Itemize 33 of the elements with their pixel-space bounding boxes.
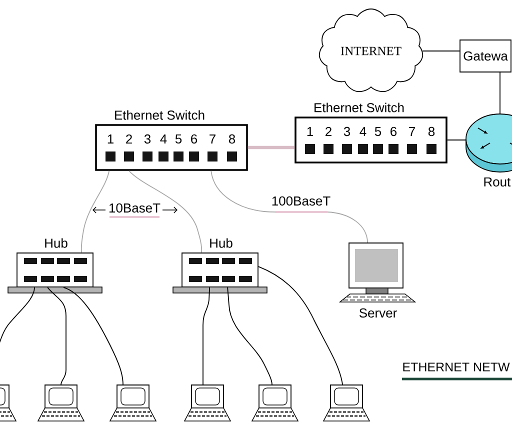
port-number: 5 (374, 126, 382, 136)
port-number: 7 (409, 127, 415, 136)
computer (37, 384, 85, 422)
port-number: 1 (307, 127, 313, 136)
router-label: Rout (484, 177, 511, 187)
port-number: 3 (344, 126, 350, 136)
port-number: 2 (326, 126, 332, 136)
port-number: 2 (126, 134, 132, 144)
port-number: 8 (428, 126, 435, 136)
computer (322, 384, 370, 422)
switch-label: Ethernet Switch (314, 102, 404, 112)
port-number: 3 (144, 134, 151, 144)
port-number: 4 (360, 127, 366, 136)
hub-label: Hub (210, 238, 232, 248)
computer (251, 384, 299, 422)
port-number: 6 (191, 134, 198, 144)
port-number: 4 (160, 134, 167, 144)
edge-label: 100BaseT (270, 195, 332, 207)
gateway-box: Gatewa (460, 40, 512, 72)
port-number: 5 (175, 134, 182, 144)
computer (0, 384, 17, 422)
switch-label: Ethernet Switch (115, 110, 204, 120)
title: ETHERNET NETW (403, 362, 510, 372)
server-label: Server (359, 308, 397, 318)
port-number: 7 (210, 134, 216, 144)
computer (109, 384, 157, 422)
cloud: INTERNET (318, 8, 424, 92)
cable-label: 10BaseT (109, 203, 160, 213)
computer (184, 384, 232, 422)
hub-label: Hub (45, 238, 68, 248)
port-number: 8 (228, 134, 236, 144)
port-number: 6 (390, 126, 397, 136)
port-number: 1 (108, 134, 114, 144)
